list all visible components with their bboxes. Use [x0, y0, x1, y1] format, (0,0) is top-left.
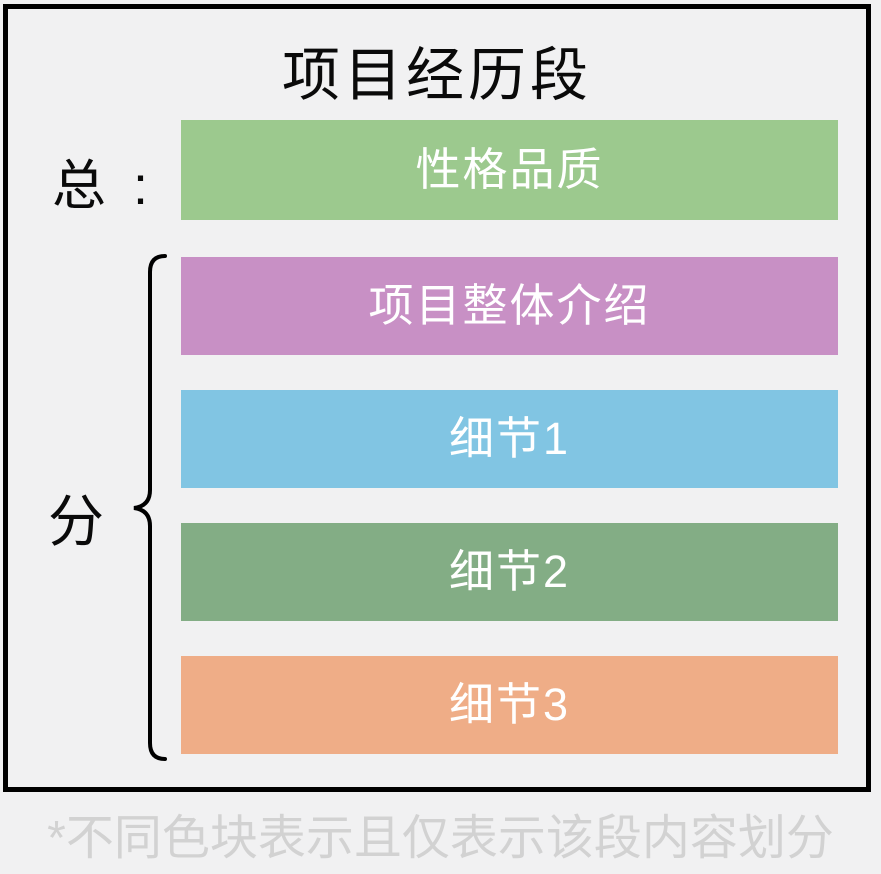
- bar-character-quality: 性格品质: [181, 120, 838, 220]
- bar-detail-3: 细节3: [181, 656, 838, 754]
- label-detail: 分: [48, 490, 104, 553]
- bar-detail-2: 细节2: [181, 523, 838, 621]
- diagram-title: 项目经历段: [281, 43, 592, 108]
- bar-project-overview: 项目整体介绍: [181, 257, 838, 355]
- curly-brace-icon: [133, 254, 167, 761]
- outer-frame: [3, 4, 871, 792]
- bar-detail-1: 细节1: [181, 390, 838, 488]
- footnote: *不同色块表示且仅表示该段内容划分: [47, 812, 834, 865]
- label-general: 总 :: [52, 156, 155, 216]
